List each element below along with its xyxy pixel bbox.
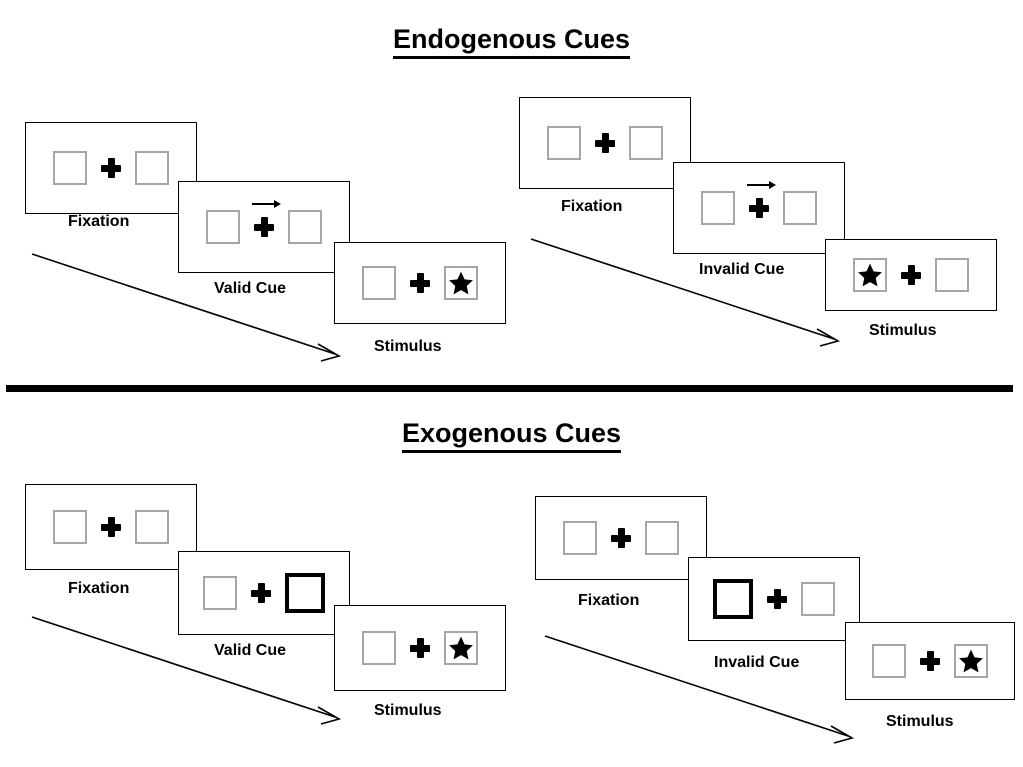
arrow-right-cue-icon [746,179,776,191]
frame-contents [713,579,835,619]
trial-frame-endogenous-invalid-cue [673,162,845,254]
stage-label-valid-cue: Valid Cue [214,280,287,297]
trial-frame-exogenous-valid-fixation [25,484,197,570]
frame-contents [872,644,988,678]
placeholder-box-left [563,521,597,555]
trial-frame-exogenous-invalid-cue [688,557,860,641]
section-title-endogenous: Endogenous Cues [0,24,1023,59]
trial-frame-exogenous-invalid-fixation [535,496,707,580]
placeholder-box-left [362,266,396,300]
trial-frame-exogenous-invalid-stimulus [845,622,1015,700]
frame-contents [53,151,169,185]
placeholder-box-left [701,191,735,225]
placeholder-box-left [206,210,240,244]
placeholder-box-right [935,258,969,292]
stage-label-stimulus: Stimulus [374,338,442,355]
fixation-cross-icon [747,181,776,218]
fixation-cross-icon [101,158,121,178]
placeholder-box-left [53,510,87,544]
fixation-cross-icon [595,133,615,153]
fixation-cross-icon [611,528,631,548]
frame-contents [53,510,169,544]
target-box-right [954,644,988,678]
cue-box-right-highlighted [285,573,325,613]
frame-contents [362,631,478,665]
trial-frame-endogenous-invalid-stimulus [825,239,997,311]
placeholder-box-right [135,510,169,544]
section-title-exogenous-text: Exogenous Cues [401,418,622,453]
placeholder-box-right [629,126,663,160]
stage-label-stimulus: Stimulus [869,322,937,339]
trial-frame-endogenous-valid-fixation [25,122,197,214]
placeholder-box-left [203,576,237,610]
fixation-cross-icon [767,589,787,609]
target-box-right [444,266,478,300]
fixation-cross-icon [251,583,271,603]
placeholder-box-left [53,151,87,185]
target-box-right [444,631,478,665]
frame-contents [701,181,817,225]
section-divider [6,385,1013,392]
section-title-endogenous-text: Endogenous Cues [392,24,630,59]
stage-label-valid-cue: Valid Cue [214,642,287,659]
stage-label-invalid-cue: Invalid Cue [699,261,785,278]
time-flow-arrow-exogenous-invalid [543,632,863,747]
star-icon [448,635,474,661]
placeholder-box-left [547,126,581,160]
trial-frame-endogenous-invalid-fixation [519,97,691,189]
stage-label-stimulus: Stimulus [886,713,954,730]
stage-label-invalid-cue: Invalid Cue [714,654,800,671]
star-icon [448,270,474,296]
trial-frame-endogenous-valid-stimulus [334,242,506,324]
frame-contents [853,258,969,292]
placeholder-box-right [801,582,835,616]
star-icon [857,262,883,288]
frame-contents [563,521,679,555]
fixation-cross-icon [410,638,430,658]
trial-frame-exogenous-valid-cue [178,551,350,635]
placeholder-box-right [288,210,322,244]
fixation-cross-icon [901,265,921,285]
frame-contents [203,573,325,613]
arrow-right-cue-icon [251,198,281,210]
stage-label-fixation: Fixation [561,198,623,215]
stage-label-stimulus: Stimulus [374,702,442,719]
frame-contents [547,126,663,160]
stage-label-fixation: Fixation [68,213,130,230]
star-icon [958,648,984,674]
placeholder-box-right [645,521,679,555]
frame-contents [362,266,478,300]
section-title-exogenous: Exogenous Cues [0,418,1023,453]
fixation-cross-icon [920,651,940,671]
fixation-cross-icon [101,517,121,537]
fixation-cross-icon [410,273,430,293]
frame-contents [206,200,322,244]
stage-label-fixation: Fixation [68,580,130,597]
trial-frame-endogenous-valid-cue [178,181,350,273]
placeholder-box-right [135,151,169,185]
placeholder-box-left [362,631,396,665]
trial-frame-exogenous-valid-stimulus [334,605,506,691]
placeholder-box-right [783,191,817,225]
stage-label-fixation: Fixation [578,592,640,609]
target-box-left [853,258,887,292]
fixation-cross-icon [252,200,281,237]
cue-box-left-highlighted [713,579,753,619]
placeholder-box-left [872,644,906,678]
